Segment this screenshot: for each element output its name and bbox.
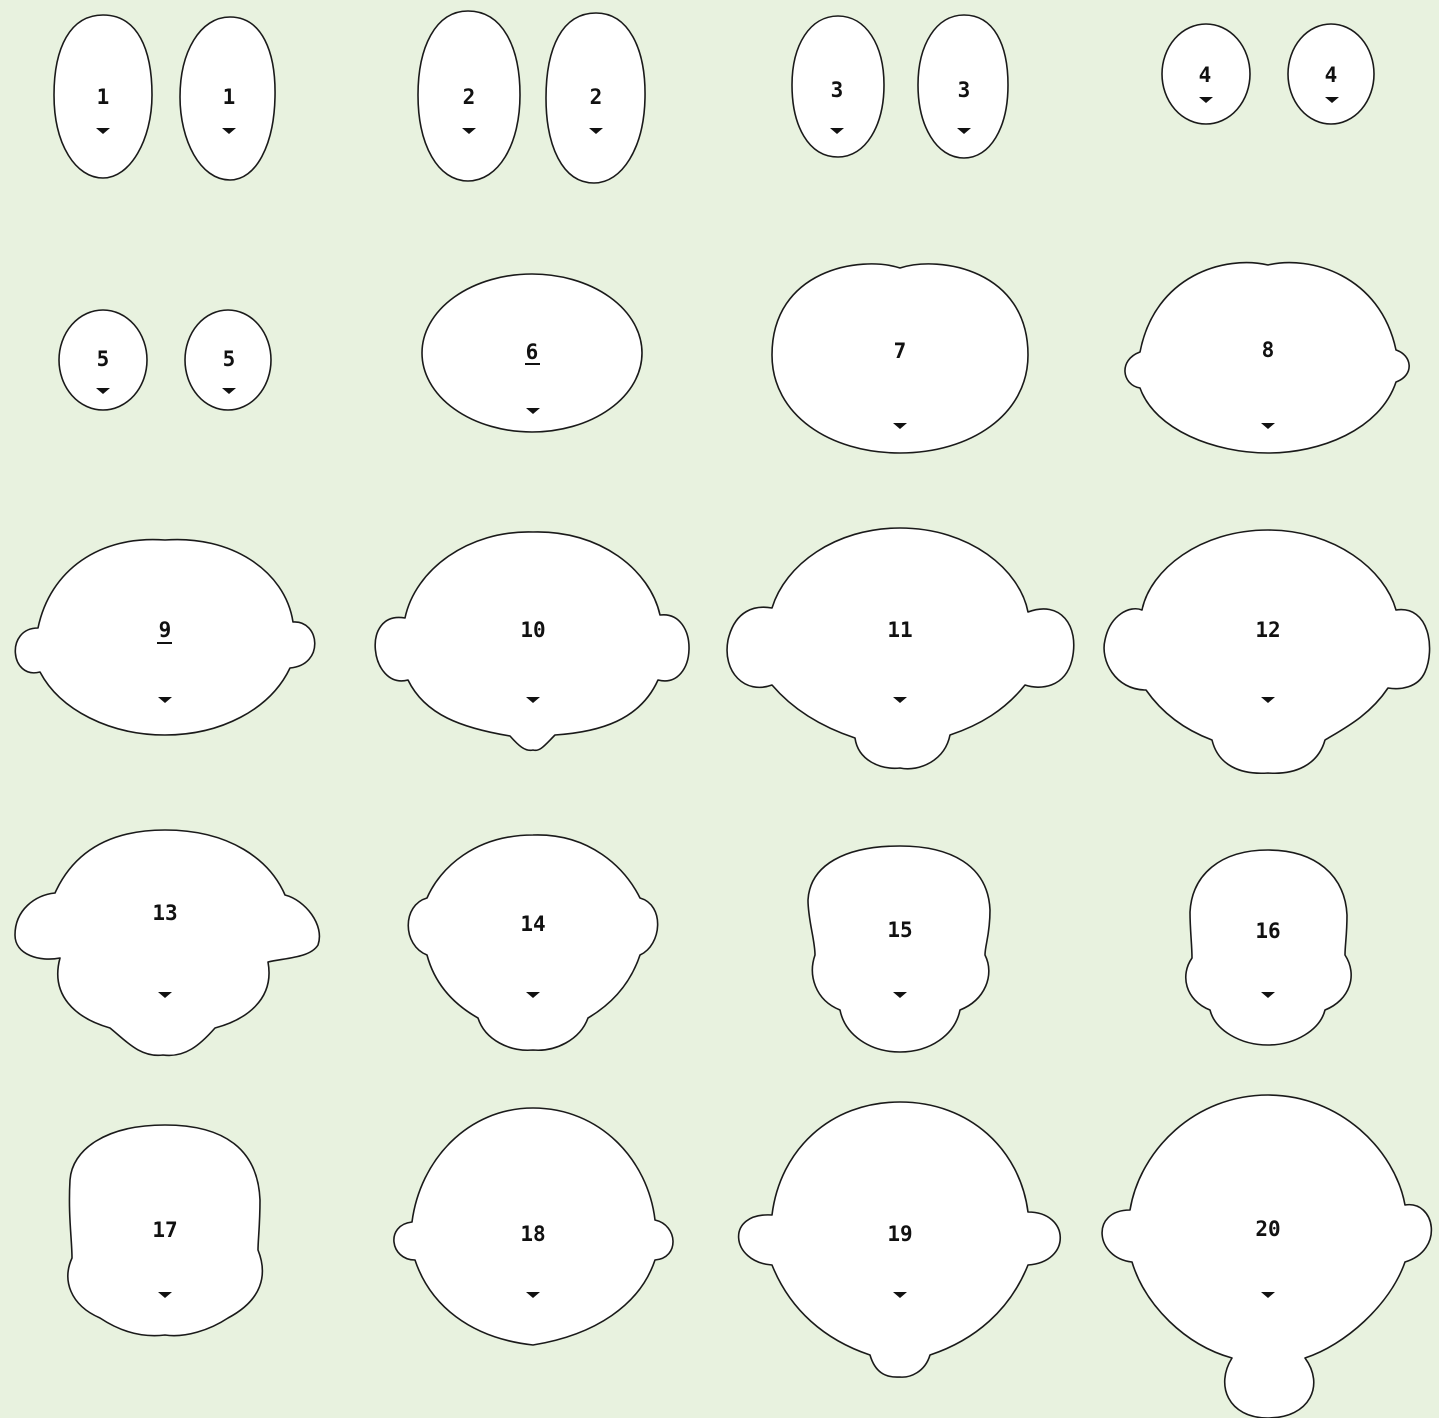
piece-label: 13	[152, 901, 177, 925]
head-outline	[15, 830, 319, 1055]
head-outline	[727, 528, 1074, 769]
piece-label: 15	[887, 918, 912, 942]
piece-label: 16	[1255, 919, 1280, 943]
head-piece-10: 10	[375, 532, 689, 750]
piece-label: 6	[526, 340, 539, 364]
head-outline	[1186, 850, 1351, 1045]
head-outline	[1104, 530, 1430, 773]
piece-label: 1	[223, 85, 236, 109]
head-piece-16: 16	[1186, 850, 1351, 1045]
head-piece-20: 20	[1102, 1095, 1431, 1418]
piece-label: 18	[520, 1222, 545, 1246]
head-piece-8: 8	[1125, 263, 1409, 453]
piece-label: 1	[97, 85, 110, 109]
eye-piece-3b: 3	[918, 15, 1008, 158]
eye-piece-2b: 2	[546, 13, 645, 183]
eye-piece-5a: 5	[59, 310, 147, 410]
piece-label: 17	[152, 1218, 177, 1242]
head-piece-7: 7	[772, 264, 1028, 453]
piece-label: 8	[1262, 338, 1275, 362]
head-piece-11: 11	[727, 528, 1074, 769]
head-outline	[808, 846, 990, 1052]
eye-piece-1b: 1	[180, 17, 275, 180]
piece-label: 3	[831, 78, 844, 102]
piece-label: 5	[223, 347, 236, 371]
eye-piece-2a: 2	[418, 11, 520, 181]
piece-label: 2	[463, 85, 476, 109]
head-piece-19: 19	[739, 1102, 1061, 1377]
piece-label: 14	[520, 912, 545, 936]
piece-label: 10	[520, 618, 545, 642]
piece-label: 5	[97, 347, 110, 371]
head-piece-12: 12	[1104, 530, 1430, 773]
head-outline	[408, 835, 657, 1050]
piece-label: 2	[590, 85, 603, 109]
piece-label: 9	[159, 618, 172, 642]
head-piece-15: 15	[808, 846, 990, 1052]
head-piece-9: 9	[15, 540, 314, 735]
head-piece-17: 17	[68, 1125, 262, 1336]
head-piece-14: 14	[408, 835, 657, 1050]
piece-label: 4	[1199, 63, 1212, 87]
piece-label: 20	[1255, 1217, 1280, 1241]
piece-label: 12	[1255, 618, 1280, 642]
eye-piece-4b: 4	[1288, 24, 1374, 124]
piece-label: 11	[887, 618, 912, 642]
eye-piece-5b: 5	[185, 310, 271, 410]
eye-piece-1a: 1	[54, 15, 152, 178]
head-piece-6: 6	[422, 274, 642, 432]
head-piece-13: 13	[15, 830, 319, 1055]
piece-label: 19	[887, 1222, 912, 1246]
eye-piece-3a: 3	[792, 16, 884, 157]
head-piece-18: 18	[394, 1108, 673, 1345]
piece-label: 3	[958, 78, 971, 102]
eye-piece-4a: 4	[1162, 24, 1250, 124]
piece-label: 7	[894, 339, 907, 363]
head-outline	[1102, 1095, 1431, 1418]
piece-label: 4	[1325, 63, 1338, 87]
